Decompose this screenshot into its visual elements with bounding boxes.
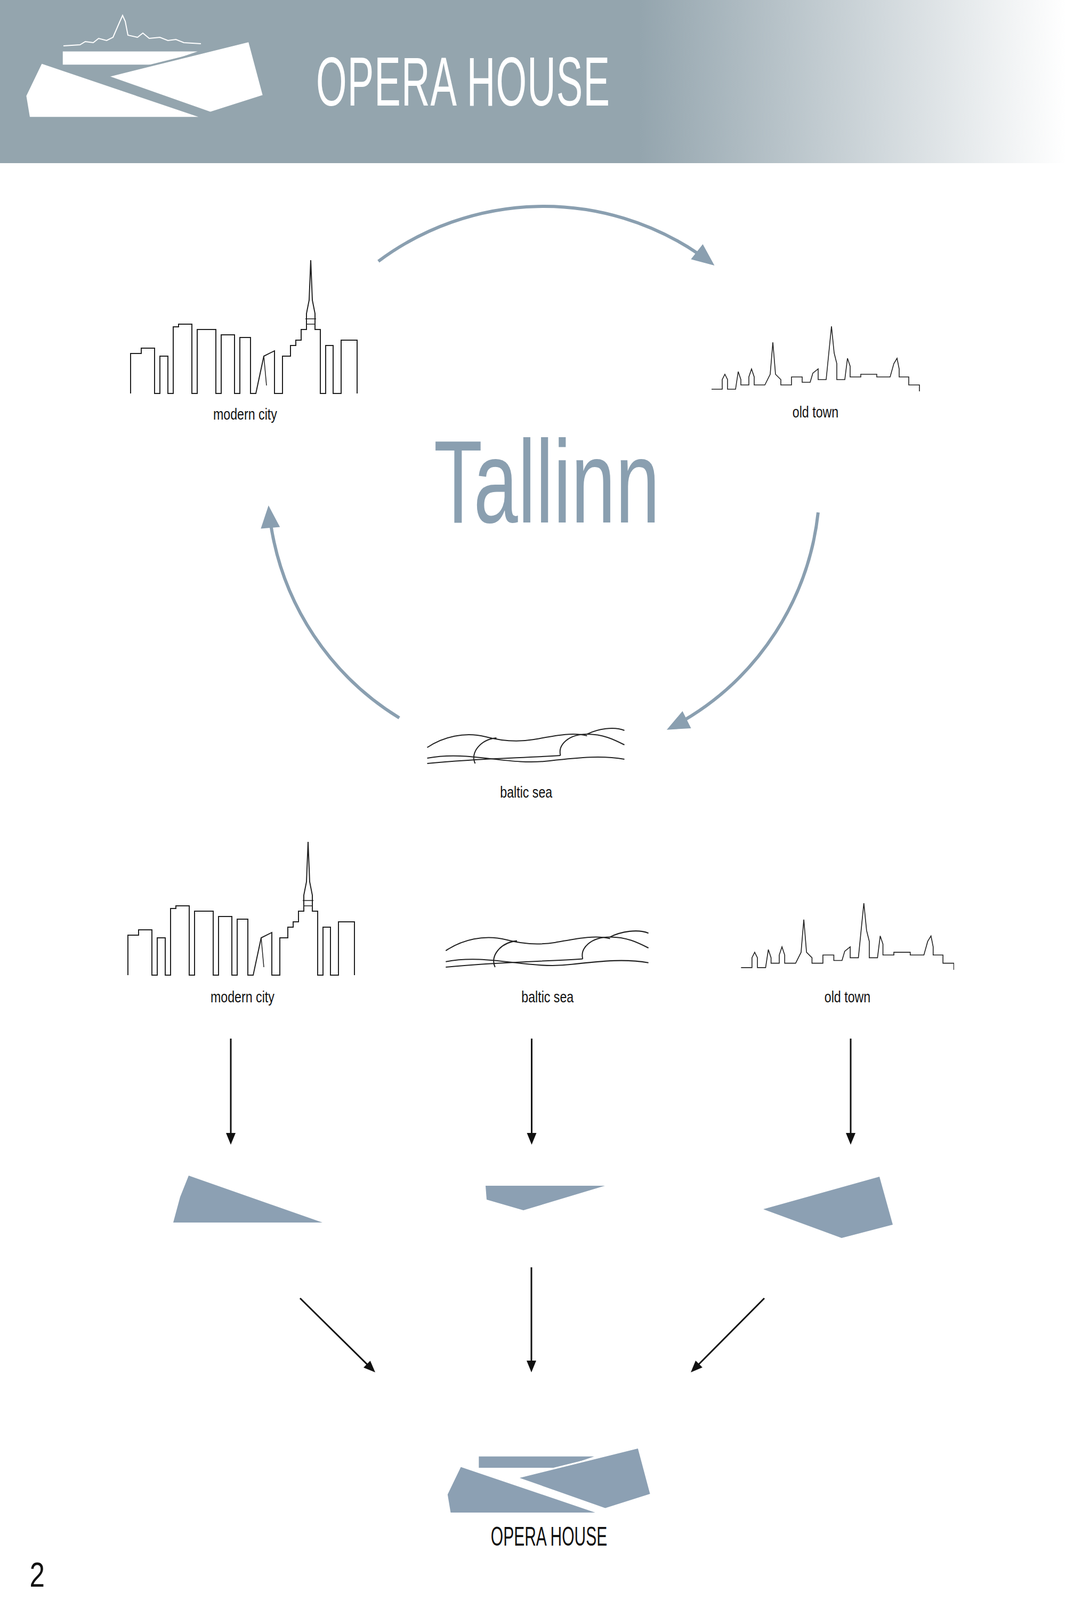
node-label-wrap: old town [740, 988, 955, 1006]
connector [526, 1038, 537, 1372]
arrowhead [260, 505, 280, 529]
city-name-wrap: Tallinn [380, 423, 701, 541]
opera-illustration [445, 1447, 653, 1514]
cycle-arc [270, 524, 400, 718]
page-title: OPERA HOUSE [316, 46, 611, 117]
old-town-node: old town [740, 902, 955, 1006]
connector [666, 512, 819, 730]
node-label: OPERA HOUSE [490, 1521, 608, 1553]
node-label-wrap: OPERA HOUSE [445, 1521, 653, 1553]
arrow-line [850, 1038, 852, 1135]
arrowhead [225, 1132, 236, 1145]
arrow-line [300, 1297, 369, 1366]
node-label-wrap: modern city [125, 988, 360, 1006]
arrowhead [666, 711, 692, 730]
node-label: old town [792, 403, 839, 422]
sea-illustration [445, 928, 651, 968]
node-label-wrap: modern city [127, 405, 363, 424]
connector [690, 1038, 856, 1372]
arrowhead [845, 1132, 856, 1145]
modern-city-node: modern city [125, 841, 360, 1006]
page-number: 2 [29, 1557, 45, 1592]
old-town-shape [763, 1176, 893, 1238]
arrow-line [530, 1038, 533, 1135]
opera-house-node: OPERA HOUSE [445, 1447, 653, 1553]
arrow-line [230, 1038, 232, 1135]
arrowhead [527, 1132, 537, 1145]
header-logo-shapes [25, 41, 264, 118]
node-label: baltic sea [499, 783, 553, 802]
arrowhead [363, 1360, 376, 1372]
arrow-line [530, 1266, 533, 1363]
node-label-wrap: old town [708, 403, 923, 422]
node-label-wrap: baltic sea [426, 783, 627, 802]
header-band: OPERA HOUSE [0, 0, 1066, 164]
cycle-arc [683, 512, 819, 721]
cycle-arc [378, 206, 699, 262]
node-label: modern city [213, 405, 278, 424]
node-label: baltic sea [521, 988, 574, 1006]
arrowhead [526, 1360, 537, 1372]
city-illustration [127, 260, 363, 397]
baltic-sea-shape [485, 1185, 605, 1210]
modern-city-node: modern city [127, 260, 363, 424]
logo-wedge [107, 41, 264, 113]
modern-city-shape [173, 1175, 323, 1223]
baltic-sea-node: baltic sea [426, 725, 627, 802]
node-label: modern city [210, 988, 275, 1006]
node-label: old town [824, 988, 871, 1006]
connector [378, 206, 715, 266]
city-name: Tallinn [433, 423, 660, 541]
connector [260, 505, 400, 718]
old-town-node: old town [708, 326, 923, 422]
arrowhead [690, 244, 715, 266]
old-illustration [708, 326, 923, 393]
arrowhead [690, 1360, 703, 1372]
header-logo [0, 0, 278, 128]
header-skyline [63, 15, 201, 46]
city-illustration [125, 841, 360, 978]
arrow-line [697, 1297, 765, 1366]
sea-illustration [426, 725, 627, 765]
baltic-sea-node: baltic sea [445, 928, 651, 1006]
connector [225, 1038, 376, 1372]
node-label-wrap: baltic sea [445, 988, 651, 1006]
page-number-wrap: 2 [15, 1557, 59, 1592]
old-illustration [740, 902, 955, 972]
